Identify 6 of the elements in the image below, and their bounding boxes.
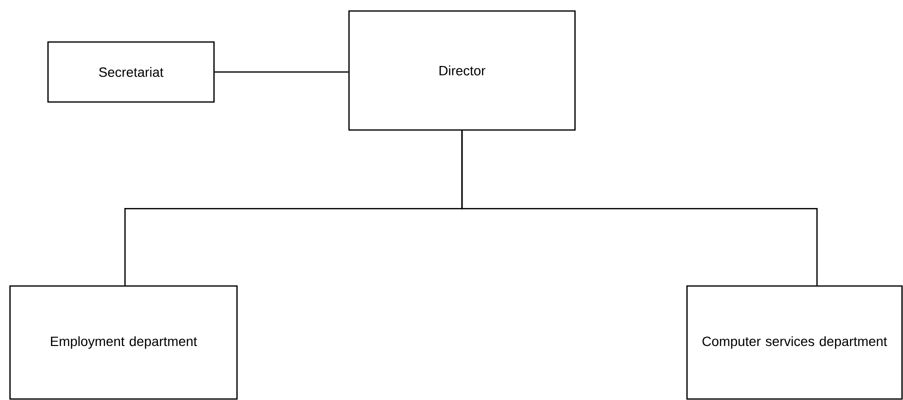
org-box: Director (348, 10, 576, 131)
connector-line (214, 71, 348, 73)
org-box: Computer services department (686, 285, 903, 400)
org-box: Employment department (9, 285, 238, 400)
org-box: Secretariat (47, 41, 215, 103)
connector-line (461, 130, 818, 286)
